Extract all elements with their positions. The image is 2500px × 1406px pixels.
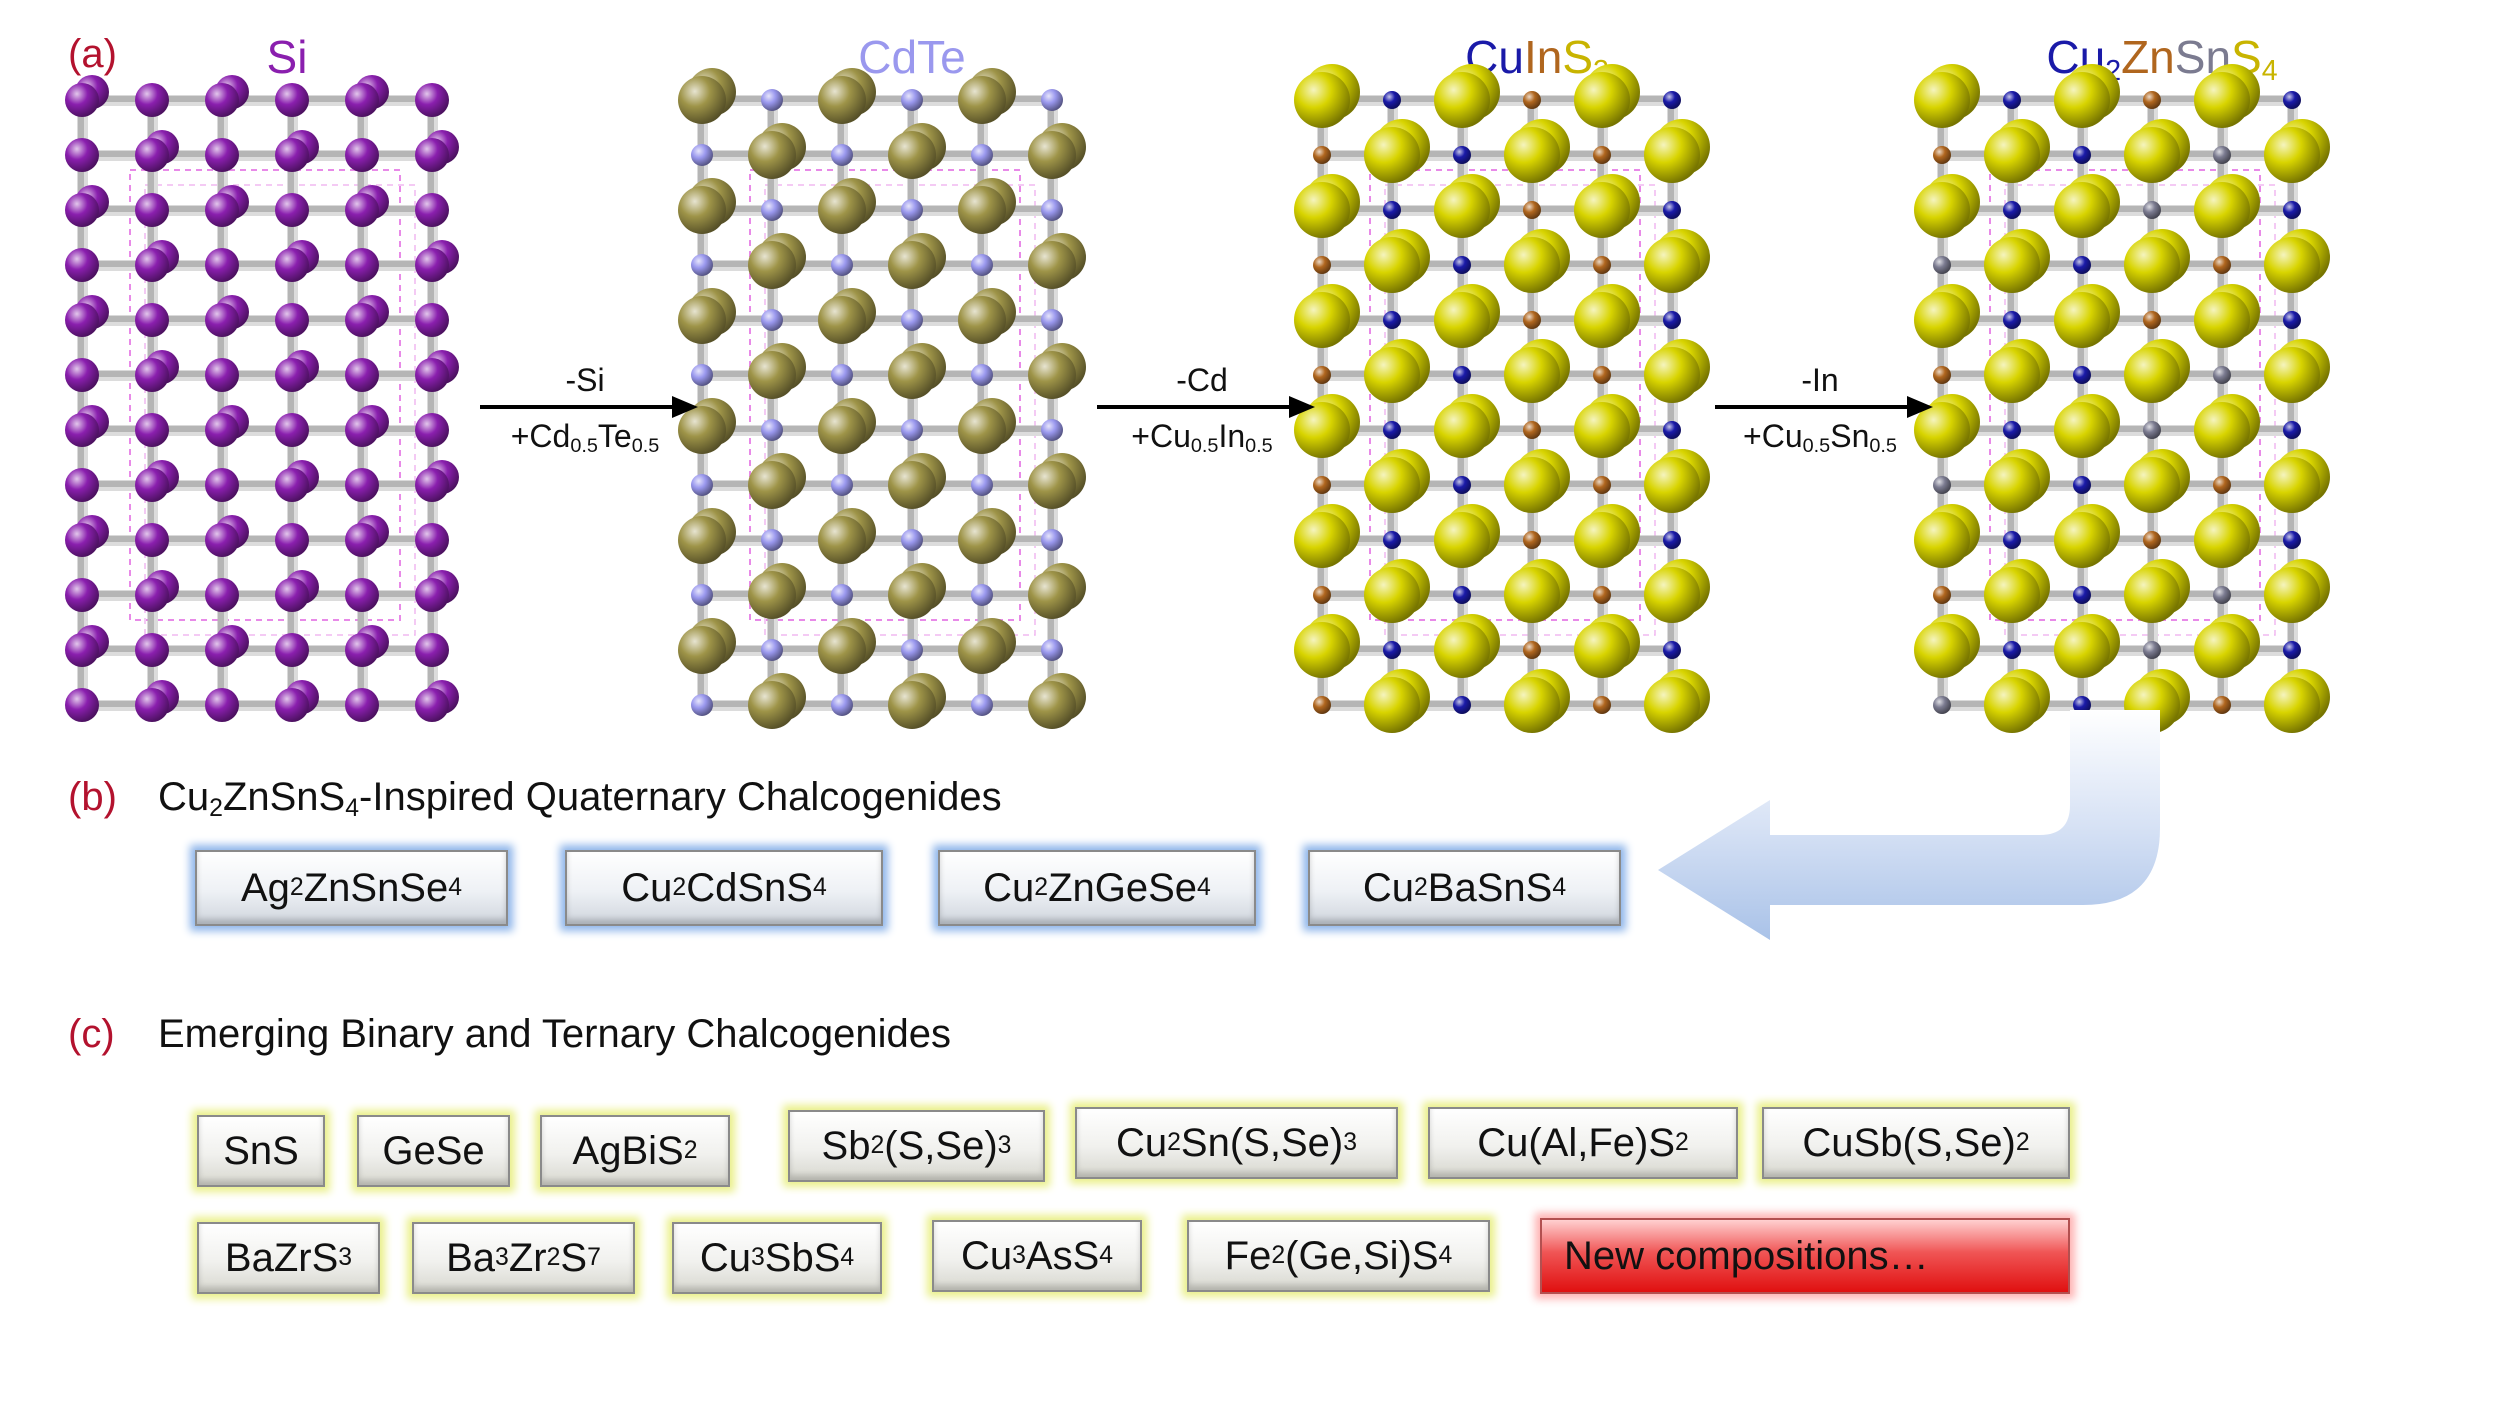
transition-arrow-3 xyxy=(1715,396,1933,418)
transition-2-bottom: +Cu0.5In0.5 xyxy=(1131,418,1273,457)
crystal-structure-cuins2 xyxy=(1294,64,1710,733)
transition-1-bottom: +Cd0.5Te0.5 xyxy=(510,418,660,457)
transition-arrow-1 xyxy=(480,396,698,418)
transition-3-bottom: +Cu0.5Sn0.5 xyxy=(1743,418,1897,457)
curved-arrow-to-quaternary xyxy=(1658,710,2160,940)
panel-c-heading: Emerging Binary and Ternary Chalcogenide… xyxy=(158,1012,952,1056)
transition-1-top: -Si xyxy=(565,362,605,398)
new-compositions-item: New compositions… xyxy=(1540,1218,2070,1294)
crystal-structure-cdte xyxy=(678,68,1086,729)
panel-b-heading: Cu2ZnSnS4-Inspired Quaternary Chalcogeni… xyxy=(158,775,1002,823)
crystal-structure-si xyxy=(65,75,459,722)
chalcogenide-item-cusb-s-se-2: CuSb(S,Se)2 xyxy=(1762,1107,2070,1179)
chalcogenide-item-sns: SnS xyxy=(197,1115,325,1187)
structure-title-cdte: CdTe xyxy=(858,31,966,83)
transition-2-top: -Cd xyxy=(1176,362,1228,398)
panel-b-label: (b) xyxy=(68,775,117,819)
transition-arrow-2 xyxy=(1097,396,1315,418)
crystal-structure-czts xyxy=(1914,64,2330,733)
transition-3-top: -In xyxy=(1801,362,1839,398)
panel-a-label: (a) xyxy=(68,32,117,76)
structure-title-si: Si xyxy=(266,31,308,83)
structure-title-czts: Cu2ZnSnS4 xyxy=(2046,31,2278,88)
chalcogenide-item-gese: GeSe xyxy=(357,1115,510,1187)
panel-c-label: (c) xyxy=(68,1012,115,1056)
structure-title-cuins2: CuInS2 xyxy=(1465,31,1609,85)
